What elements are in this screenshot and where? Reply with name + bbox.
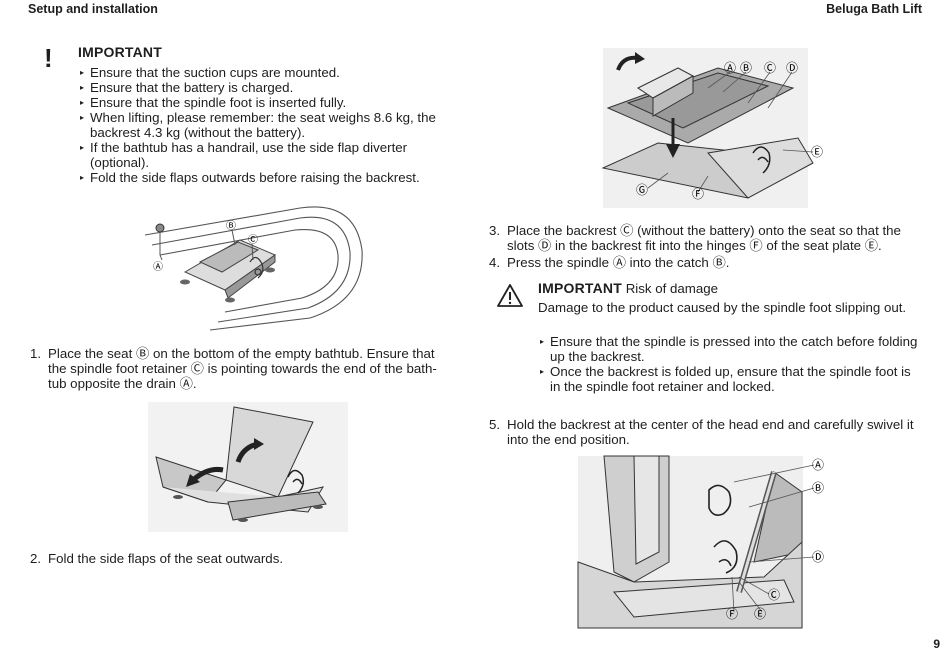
bathtub-seat-figure: Ⓑ Ⓒ Ⓐ (144, 206, 363, 331)
figure-label: Ⓐ (153, 261, 163, 273)
section-title: Setup and installation (28, 2, 158, 16)
exclamation-icon: ! (44, 43, 53, 73)
figure-label: Ⓓ (812, 550, 824, 564)
product-name: Beluga Bath Lift (826, 2, 922, 16)
step-text: Place the backrest Ⓒ (without the batter… (507, 223, 901, 253)
figure-label: Ⓔ (754, 607, 766, 621)
step-2: 2. Fold the side flaps of the seat outwa… (30, 551, 455, 566)
step-5: 5. Hold the backrest at the center of th… (489, 417, 921, 447)
important-heading: IMPORTANT Risk of damage (538, 280, 718, 296)
figure-label: Ⓑ (812, 481, 824, 495)
step-text: Press the spindle Ⓐ into the catch Ⓑ. (507, 255, 730, 270)
backrest-placement-figure: Ⓐ Ⓑ Ⓒ Ⓓ Ⓔ Ⓖ Ⓕ (601, 48, 823, 208)
step-text: Place the seat Ⓑ on the bottom of the em… (48, 346, 437, 391)
figure-label: Ⓐ (812, 458, 824, 472)
figure-label: Ⓑ (226, 220, 236, 232)
figure-label: Ⓐ (724, 61, 736, 75)
bullet-item: Fold the side flaps outwards before rais… (80, 170, 455, 185)
figure-label: Ⓒ (764, 61, 776, 75)
step-1: 1. Place the seat Ⓑ on the bottom of the… (30, 346, 455, 391)
figure-label: Ⓑ (740, 61, 752, 75)
figure-label: Ⓒ (768, 588, 780, 602)
step-4: 4. Press the spindle Ⓐ into the catch Ⓑ. (489, 255, 921, 270)
step-number: 1. (30, 346, 42, 361)
important-bullet-list: Ensure that the suction cups are mounted… (80, 65, 455, 185)
bullet-item: Ensure that the suction cups are mounted… (80, 65, 455, 80)
page-number: 9 (933, 637, 940, 651)
step-number: 2. (30, 551, 42, 566)
figure-label: Ⓕ (726, 607, 738, 621)
bullet-item: Ensure that the spindle foot is inserted… (80, 95, 455, 110)
figure-label: Ⓔ (811, 145, 823, 159)
step-number: 5. (489, 417, 501, 432)
step-text: Fold the side flaps of the seat outwards… (48, 551, 284, 566)
important-body: Damage to the product caused by the spin… (538, 300, 907, 315)
side-flaps-figure (148, 402, 348, 532)
figure-label: Ⓓ (786, 61, 798, 75)
step-number: 3. (489, 223, 501, 238)
important-title: IMPORTANT (78, 44, 162, 60)
figure-label: Ⓖ (636, 183, 648, 197)
important-bullet-list: Ensure that the spindle is pressed into … (540, 334, 920, 394)
bullet-item: When lifting, please remember: the seat … (80, 110, 455, 140)
important-subtitle: Risk of damage (625, 281, 719, 296)
bullet-item: Ensure that the spindle is pressed into … (540, 334, 920, 364)
swivel-backrest-figure: Ⓐ Ⓑ Ⓓ Ⓒ Ⓕ Ⓔ (577, 455, 824, 629)
bullet-item: Ensure that the battery is charged. (80, 80, 455, 95)
warning-icon (497, 284, 523, 307)
figure-label: Ⓒ (248, 234, 258, 246)
figure-label: Ⓕ (692, 187, 704, 201)
important-title: IMPORTANT (538, 280, 622, 296)
step-3: 3. Place the backrest Ⓒ (without the bat… (489, 223, 921, 253)
bullet-item: If the bathtub has a handrail, use the s… (80, 140, 455, 170)
step-number: 4. (489, 255, 501, 270)
bullet-item: Once the backrest is folded up, ensure t… (540, 364, 920, 394)
step-text: Hold the backrest at the center of the h… (507, 417, 914, 447)
